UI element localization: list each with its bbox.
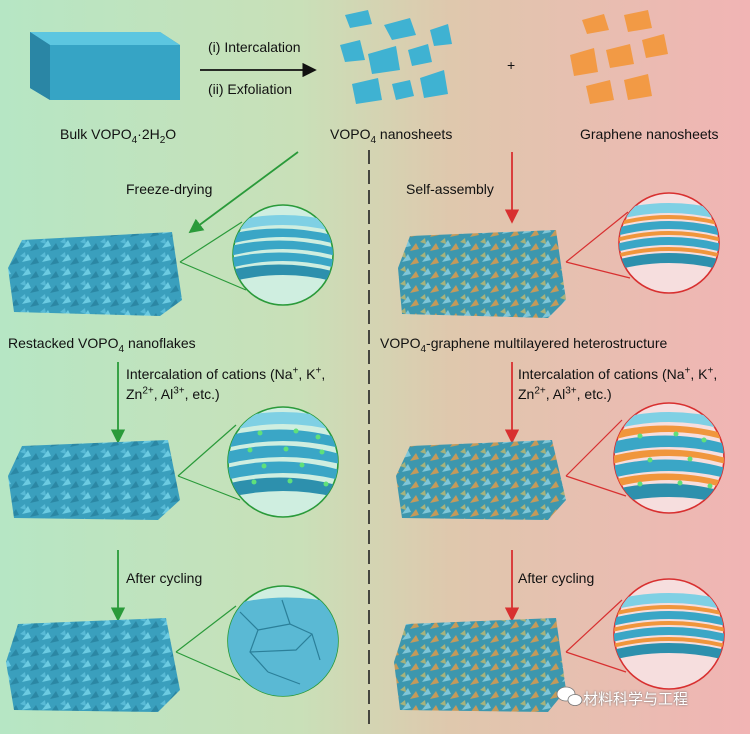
zoom-cycled-cracked <box>227 585 339 697</box>
vopo4-nanosheets-label: VOPO4 nanosheets <box>330 126 453 146</box>
zoom-intercalated-layers <box>227 406 339 518</box>
zoom-heterostructure-layers <box>618 192 720 294</box>
intercalated-flakes-mat <box>8 440 180 520</box>
graphene-nanosheets-cluster <box>570 10 668 104</box>
intercalation-label: (i) Intercalation <box>208 39 301 55</box>
heterostructure-mat <box>398 230 566 318</box>
exfoliation-label: (ii) Exfoliation <box>208 81 293 97</box>
left-intercalation-label-line1: Intercalation of cations (Na+, K+, <box>126 365 326 382</box>
graphene-nanosheets-label: Graphene nanosheets <box>580 126 719 142</box>
heterostructure-label: VOPO4-graphene multilayered heterostruct… <box>380 335 668 355</box>
self-assembly-label: Self-assembly <box>406 181 494 197</box>
watermark-text: 材料科学与工程 <box>583 691 689 708</box>
intercalated-heterostructure-mat <box>396 440 566 520</box>
left-callout-lines <box>175 221 247 681</box>
vopo4-nanosheets-cluster <box>340 10 452 104</box>
bulk-vopo4-label: Bulk VOPO4·2H2O <box>60 126 177 146</box>
right-after-cycling-label: After cycling <box>518 570 595 586</box>
freeze-drying-arrow <box>188 151 299 234</box>
wechat-icon <box>556 686 583 706</box>
zoom-restacked-layers <box>232 204 334 306</box>
restacked-flakes-mat <box>8 232 182 316</box>
cycled-heterostructure-mat <box>394 618 566 712</box>
left-after-cycling-label: After cycling <box>126 570 203 586</box>
cycled-flakes-mat <box>6 618 180 712</box>
right-callout-lines <box>565 211 631 673</box>
right-intercalation-label-line2: Zn2+, Al3+, etc.) <box>518 385 612 402</box>
freeze-drying-label: Freeze-drying <box>126 181 213 197</box>
bulk-vopo4-block <box>30 32 180 100</box>
left-intercalation-label-line2: Zn2+, Al3+, etc.) <box>126 385 220 402</box>
right-intercalation-label-line1: Intercalation of cations (Na+, K+, <box>518 365 718 382</box>
zoom-intercalated-heterostructure <box>613 402 725 514</box>
zoom-cycled-heterostructure <box>613 578 725 690</box>
plus-sign: + <box>507 57 516 73</box>
restacked-label: Restacked VOPO4 nanoflakes <box>8 335 196 355</box>
